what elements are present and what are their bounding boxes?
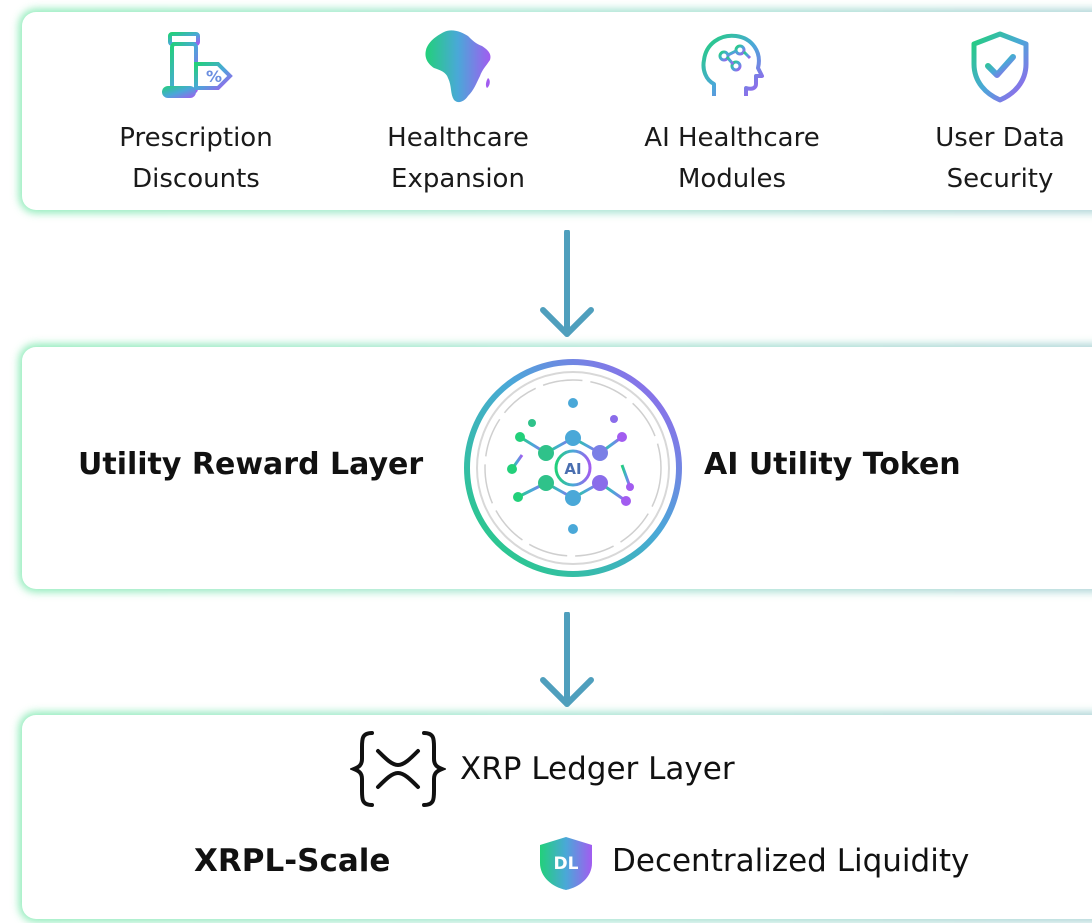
utility-reward-layer-label: Utility Reward Layer (78, 447, 424, 482)
feature-label: Healthcare Expansion (387, 123, 529, 194)
ai-head-icon (701, 33, 764, 96)
dl-badge-text: DL (554, 854, 579, 874)
decentralized-liquidity-label: Decentralized Liquidity (612, 843, 970, 879)
token-panel: Utility Reward Layer (22, 347, 1092, 589)
down-arrow-icon (540, 612, 594, 707)
ai-utility-token-label: AI Utility Token (704, 447, 961, 482)
xrpl-scale-label: XRPL-Scale (194, 843, 391, 879)
emblem-text: AI (564, 460, 581, 478)
feature-label: Prescription Discounts (119, 123, 273, 194)
prescription-discount-icon: % (162, 32, 233, 98)
africa-map-icon (425, 30, 491, 103)
features-panel: % Prescription Discounts Healthcare Expa… (22, 12, 1092, 210)
down-arrow-icon (540, 230, 594, 337)
ai-network-token-icon: AI (464, 359, 682, 577)
xrp-ledger-layer-title: XRP Ledger Layer (460, 751, 735, 787)
xrp-ledger-panel: XRP Ledger Layer XRPL-Scale DL Decentral… (22, 715, 1092, 919)
xrp-logo-icon (350, 731, 446, 807)
svg-text:%: % (206, 67, 222, 86)
feature-label: User Data Security (935, 123, 1065, 194)
shield-check-icon (971, 31, 1029, 103)
dl-shield-icon: DL (540, 837, 592, 890)
feature-label: AI Healthcare Modules (644, 123, 820, 194)
